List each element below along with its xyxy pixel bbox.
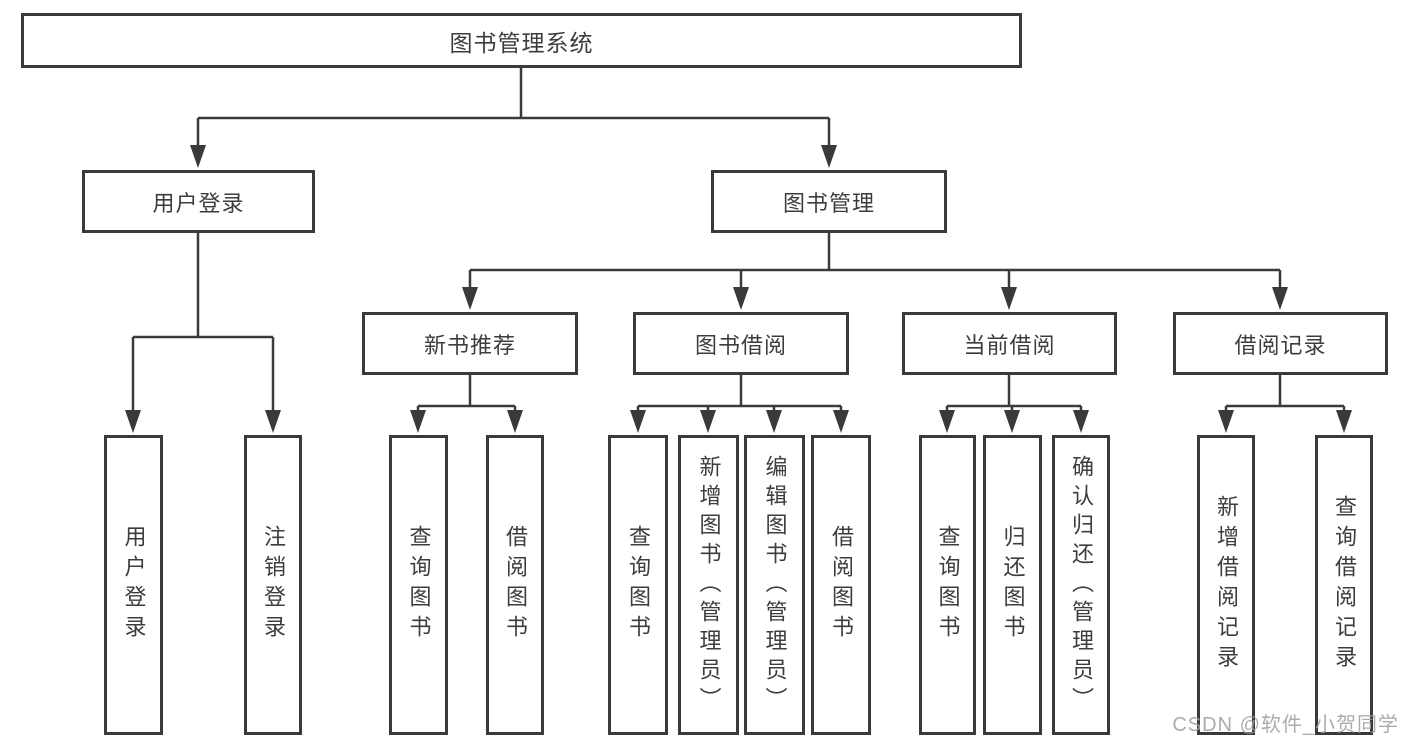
arrowhead-icon [821,145,837,168]
leaf-borrow-books-recommend: 借阅图书 [486,435,544,735]
leaf-add-books-admin: 新增图书（管理员） [678,435,739,735]
leaf-add-borrow-record-label: 新增借阅记录 [1214,495,1239,675]
arrowhead-icon [833,410,849,433]
leaf-return-books: 归还图书 [983,435,1042,735]
node-current-borrowing-label: 当前借阅 [963,332,1056,358]
arrowhead-icon [125,410,141,433]
node-book-borrowing: 图书借阅 [633,312,849,375]
leaf-confirm-return-admin-label: 确认归还（管理员） [1069,454,1094,716]
arrowhead-icon [1004,410,1020,433]
leaf-edit-books-admin-label: 编辑图书（管理员） [762,454,788,716]
node-user-login-label: 用户登录 [152,190,245,216]
node-user-login: 用户登录 [82,170,315,233]
node-borrowing-records-label: 借阅记录 [1234,332,1327,358]
arrowhead-icon [1001,287,1017,310]
node-book-management-label: 图书管理 [782,190,875,216]
leaf-user-login-label: 用户登录 [121,525,147,645]
leaf-borrow-books-recommend-label: 借阅图书 [503,525,528,645]
leaf-user-login: 用户登录 [104,435,163,735]
arrowhead-icon [265,410,281,433]
leaf-borrow-books-borrowing-label: 借阅图书 [829,525,854,645]
leaf-return-books-label: 归还图书 [1000,525,1026,645]
leaf-query-books-current: 查询图书 [919,435,976,735]
leaf-confirm-return-admin: 确认归还（管理员） [1052,435,1110,735]
arrowhead-icon [939,410,955,433]
node-library-management-system: 图书管理系统 [21,13,1022,68]
node-current-borrowing: 当前借阅 [902,312,1117,375]
leaf-borrow-books-borrowing: 借阅图书 [811,435,871,735]
arrowhead-icon [766,410,782,433]
arrowhead-icon [462,287,478,310]
arrowhead-icon [410,410,426,433]
leaf-add-borrow-record: 新增借阅记录 [1197,435,1255,735]
arrowhead-icon [630,410,646,433]
arrowhead-icon [1336,410,1352,433]
node-book-management: 图书管理 [711,170,947,233]
leaf-edit-books-admin: 编辑图书（管理员） [744,435,805,735]
arrowhead-icon [507,410,523,433]
leaf-query-books-current-label: 查询图书 [935,525,961,645]
leaf-query-borrow-record: 查询借阅记录 [1315,435,1373,735]
leaf-query-books-recommend-label: 查询图书 [406,525,432,645]
arrowhead-icon [1218,410,1234,433]
leaf-query-borrow-record-label: 查询借阅记录 [1332,495,1357,675]
node-new-book-recommendation-label: 新书推荐 [423,332,516,358]
arrowhead-icon [733,287,749,310]
node-borrowing-records: 借阅记录 [1173,312,1388,375]
csdn-watermark: CSDN @软件_小贺同学 [1172,714,1399,736]
leaf-query-books-borrowing: 查询图书 [608,435,668,735]
node-new-book-recommendation: 新书推荐 [362,312,578,375]
node-book-borrowing-label: 图书借阅 [694,332,787,358]
node-library-management-system-label: 图书管理系统 [449,29,594,56]
arrowhead-icon [1272,287,1288,310]
leaf-query-books-borrowing-label: 查询图书 [626,525,651,645]
arrowhead-icon [1073,410,1089,433]
leaf-logout-label: 注销登录 [261,525,286,645]
leaf-query-books-recommend: 查询图书 [389,435,448,735]
arrowhead-icon [700,410,716,433]
arrowhead-icon [190,145,206,168]
leaf-logout: 注销登录 [244,435,302,735]
leaf-add-books-admin-label: 新增图书（管理员） [696,454,722,716]
